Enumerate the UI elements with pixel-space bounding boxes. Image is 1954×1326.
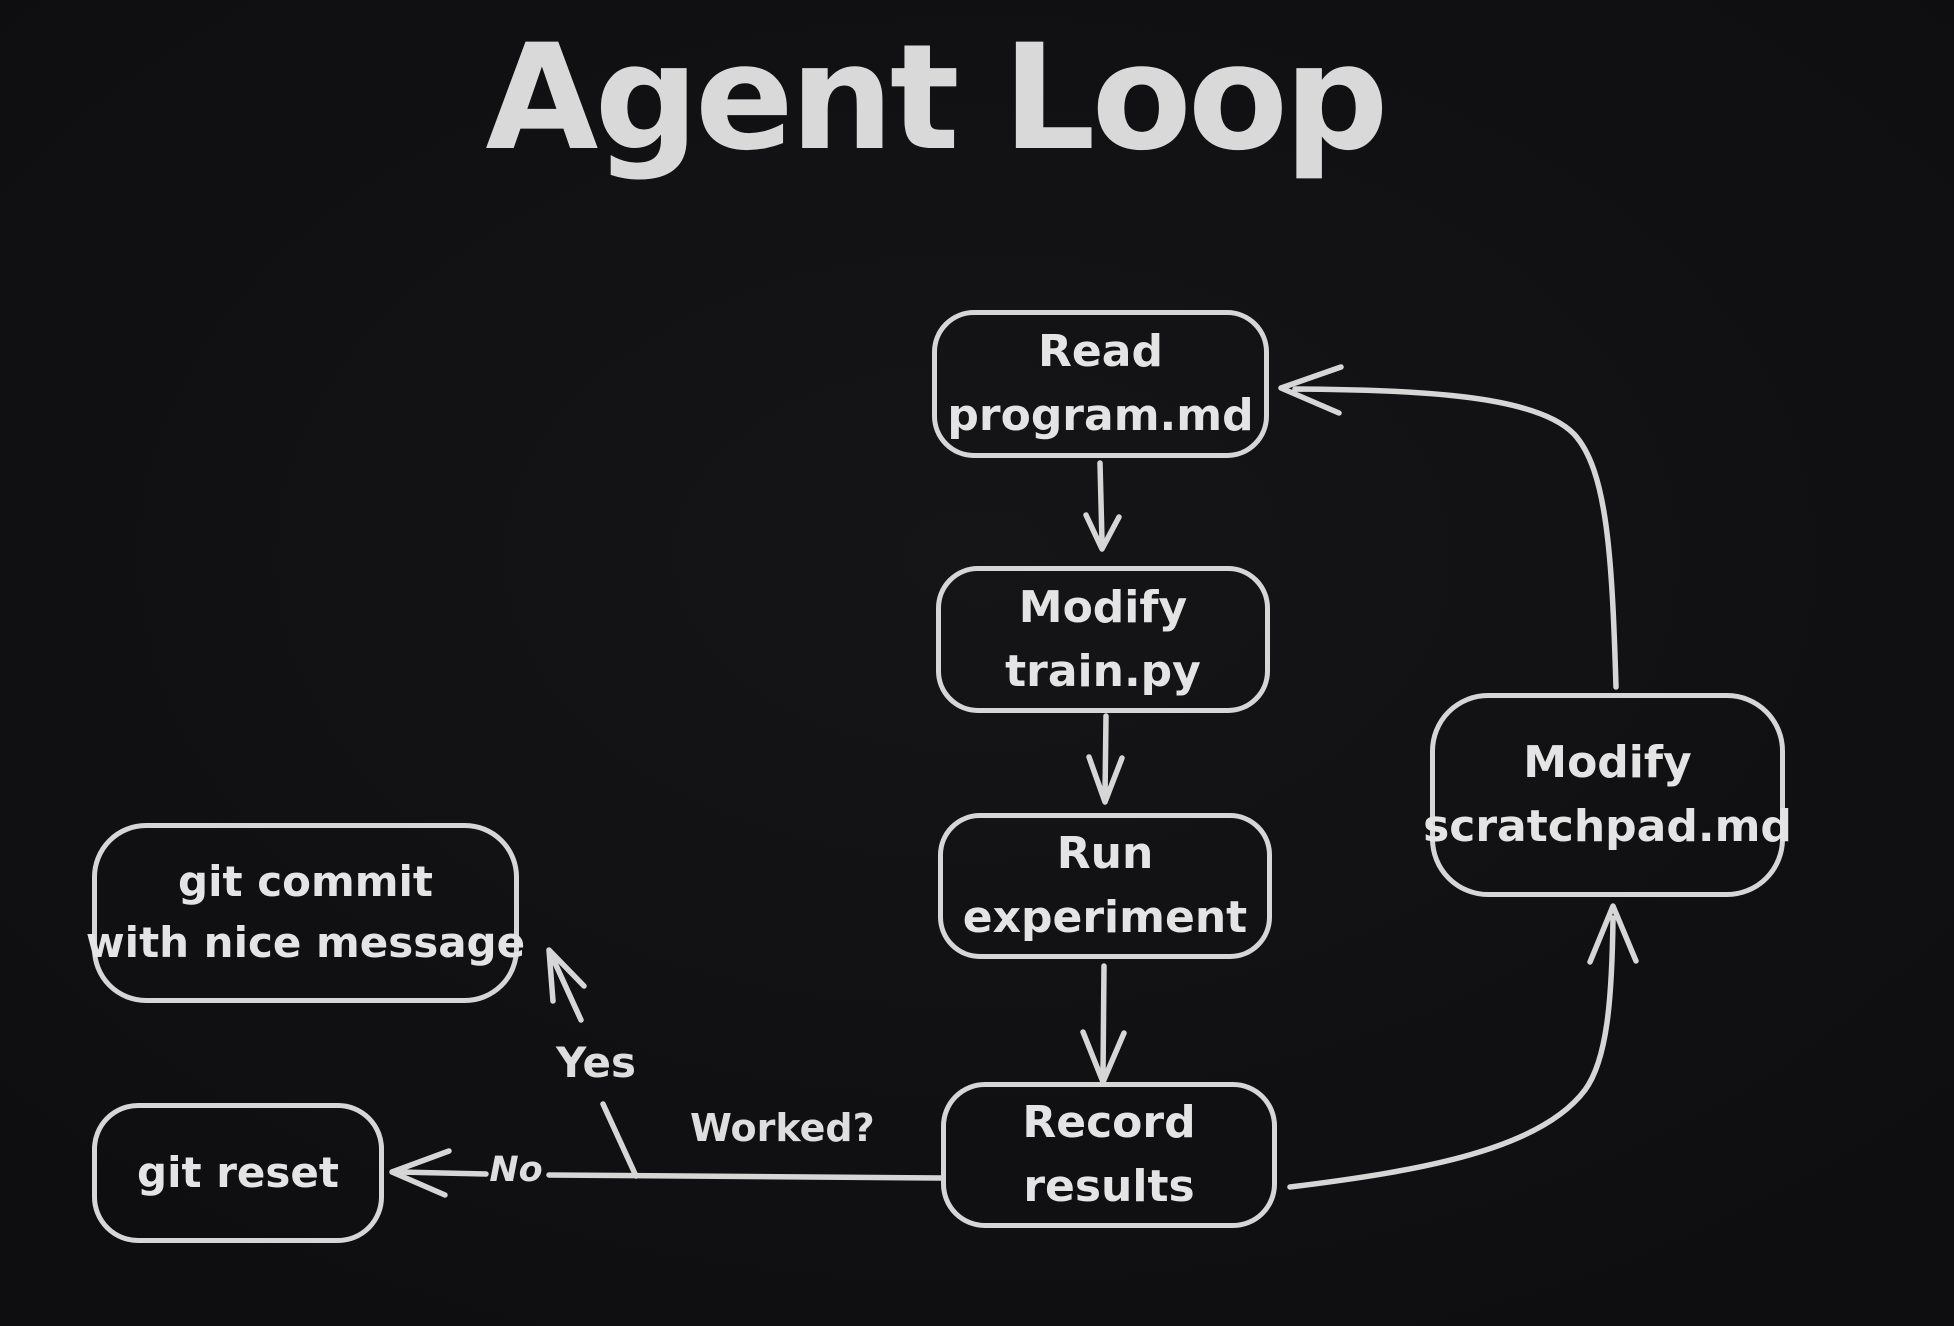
edge-label-yes: Yes xyxy=(555,1038,637,1087)
node-run-experiment-line2: experiment xyxy=(962,892,1248,943)
arrow-no-to-git-reset xyxy=(389,1148,489,1198)
node-modify-scratchpad-line1: Modify xyxy=(1523,737,1692,789)
node-modify-train: Modify train.py xyxy=(936,566,1270,713)
arrow-read-to-modify-train xyxy=(1083,460,1122,552)
node-read-program-line1: Read xyxy=(1038,326,1163,378)
node-record-results: Record results xyxy=(941,1082,1277,1228)
node-modify-train-line1: Modify xyxy=(1018,581,1188,633)
arrow-yes-to-git-commit xyxy=(546,947,587,1023)
node-git-reset-line1: git reset xyxy=(137,1147,339,1197)
node-git-commit: git commit with nice message xyxy=(86,823,525,1003)
node-modify-scratchpad-line2: scratchpad.md xyxy=(1423,801,1792,852)
node-read-program-line2: program.md xyxy=(947,390,1254,441)
diagram-title: Agent Loop xyxy=(485,13,1388,183)
node-run-experiment: Run experiment xyxy=(938,813,1272,959)
node-modify-train-line2: train.py xyxy=(1005,645,1201,697)
node-git-commit-line2: with nice message xyxy=(85,918,526,967)
node-modify-scratchpad: Modify scratchpad.md xyxy=(1423,693,1792,897)
node-run-experiment-line1: Run xyxy=(1056,828,1154,880)
node-read-program: Read program.md xyxy=(932,310,1269,458)
arrow-run-to-record xyxy=(1080,963,1127,1085)
arrow-record-to-scratchpad xyxy=(1287,903,1639,1190)
node-git-reset: git reset xyxy=(92,1103,384,1243)
node-git-commit-line1: git commit xyxy=(178,857,433,907)
edge-label-worked: Worked? xyxy=(690,1106,875,1150)
node-record-results-line1: Record xyxy=(1022,1097,1196,1149)
edge-yes-branch-lower xyxy=(600,1101,639,1179)
edge-label-no: No xyxy=(489,1150,543,1190)
node-record-results-line2: results xyxy=(1023,1161,1195,1212)
arrow-modify-train-to-run xyxy=(1086,713,1125,805)
edge-record-to-junction xyxy=(546,1172,944,1181)
arrow-scratchpad-to-read xyxy=(1278,364,1619,690)
